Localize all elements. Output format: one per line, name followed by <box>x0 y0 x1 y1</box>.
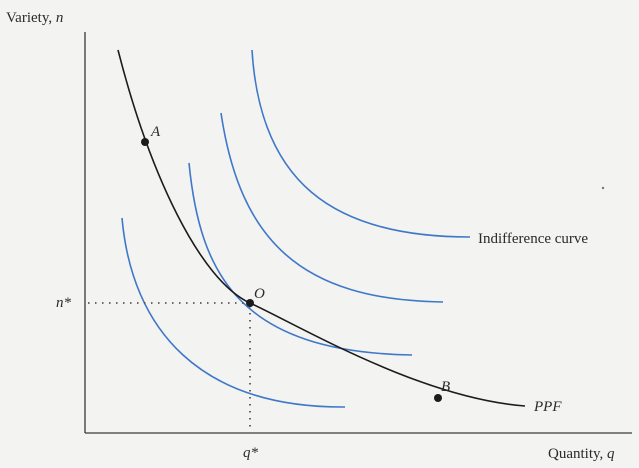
point-o-marker <box>246 299 254 307</box>
ppf-curve <box>117 49 526 407</box>
indifference-curve-label: Indifference curve <box>478 231 588 247</box>
y-axis-label: Variety, n <box>6 10 63 26</box>
indifference-curve-lowest <box>121 217 346 408</box>
point-a-marker <box>141 138 149 146</box>
point-o-label: O <box>254 286 265 302</box>
indifference-curve-highest <box>251 49 471 238</box>
indifference-curve-middle <box>220 112 444 303</box>
n-star-label: n* <box>56 295 72 311</box>
point-b-marker <box>434 394 442 402</box>
indifference-curve-tangent <box>188 162 413 356</box>
point-a-label: A <box>150 124 161 140</box>
point-b-label: B <box>441 379 450 395</box>
x-axis-label: Quantity, q <box>548 446 615 462</box>
q-star-label: q* <box>243 445 259 461</box>
ppf-label: PPF <box>533 399 562 415</box>
speck <box>601 186 605 190</box>
